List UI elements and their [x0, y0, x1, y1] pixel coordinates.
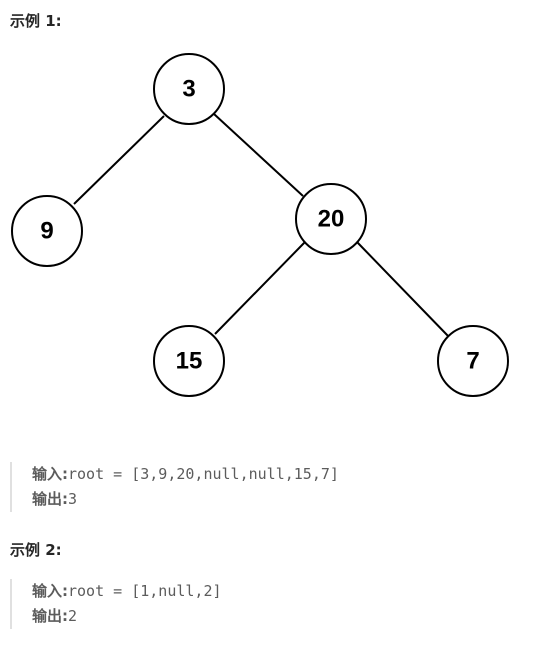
- tree-node-label: 15: [176, 348, 203, 375]
- tree-node: 3: [153, 53, 225, 125]
- tree-node-label: 9: [40, 218, 53, 245]
- output-line: 输出:2: [32, 604, 539, 629]
- output-value: 2: [68, 607, 78, 625]
- output-value: 3: [68, 490, 78, 508]
- example-2-code-block: 输入:root = [1,null,2] 输出:2: [10, 579, 539, 629]
- tree-node: 7: [437, 325, 509, 397]
- tree-node-label: 7: [466, 348, 479, 375]
- input-value: root = [3,9,20,null,null,15,7]: [68, 465, 339, 483]
- tree-edge: [214, 241, 306, 335]
- input-value: root = [1,null,2]: [68, 582, 222, 600]
- example-1-code-block: 输入:root = [3,9,20,null,null,15,7] 输出:3: [10, 462, 539, 512]
- tree-node: 20: [295, 183, 367, 255]
- tree-node-label: 20: [318, 206, 345, 233]
- input-line: 输入:root = [3,9,20,null,null,15,7]: [32, 462, 539, 487]
- tree-node-label: 3: [182, 76, 195, 103]
- input-line: 输入:root = [1,null,2]: [32, 579, 539, 604]
- input-label: 输入:: [32, 582, 68, 600]
- output-line: 输出:3: [32, 487, 539, 512]
- tree-edge: [213, 113, 304, 197]
- example-2-heading: 示例 2:: [10, 541, 62, 559]
- tree-edge: [73, 115, 165, 205]
- example-1-heading: 示例 1:: [10, 12, 62, 30]
- output-label: 输出:: [32, 607, 68, 625]
- binary-tree-diagram: 3 9 20 15 7: [11, 53, 509, 397]
- input-label: 输入:: [32, 465, 68, 483]
- tree-node: 9: [11, 195, 83, 267]
- tree-node: 15: [153, 325, 225, 397]
- output-label: 输出:: [32, 490, 68, 508]
- tree-edge: [356, 241, 451, 339]
